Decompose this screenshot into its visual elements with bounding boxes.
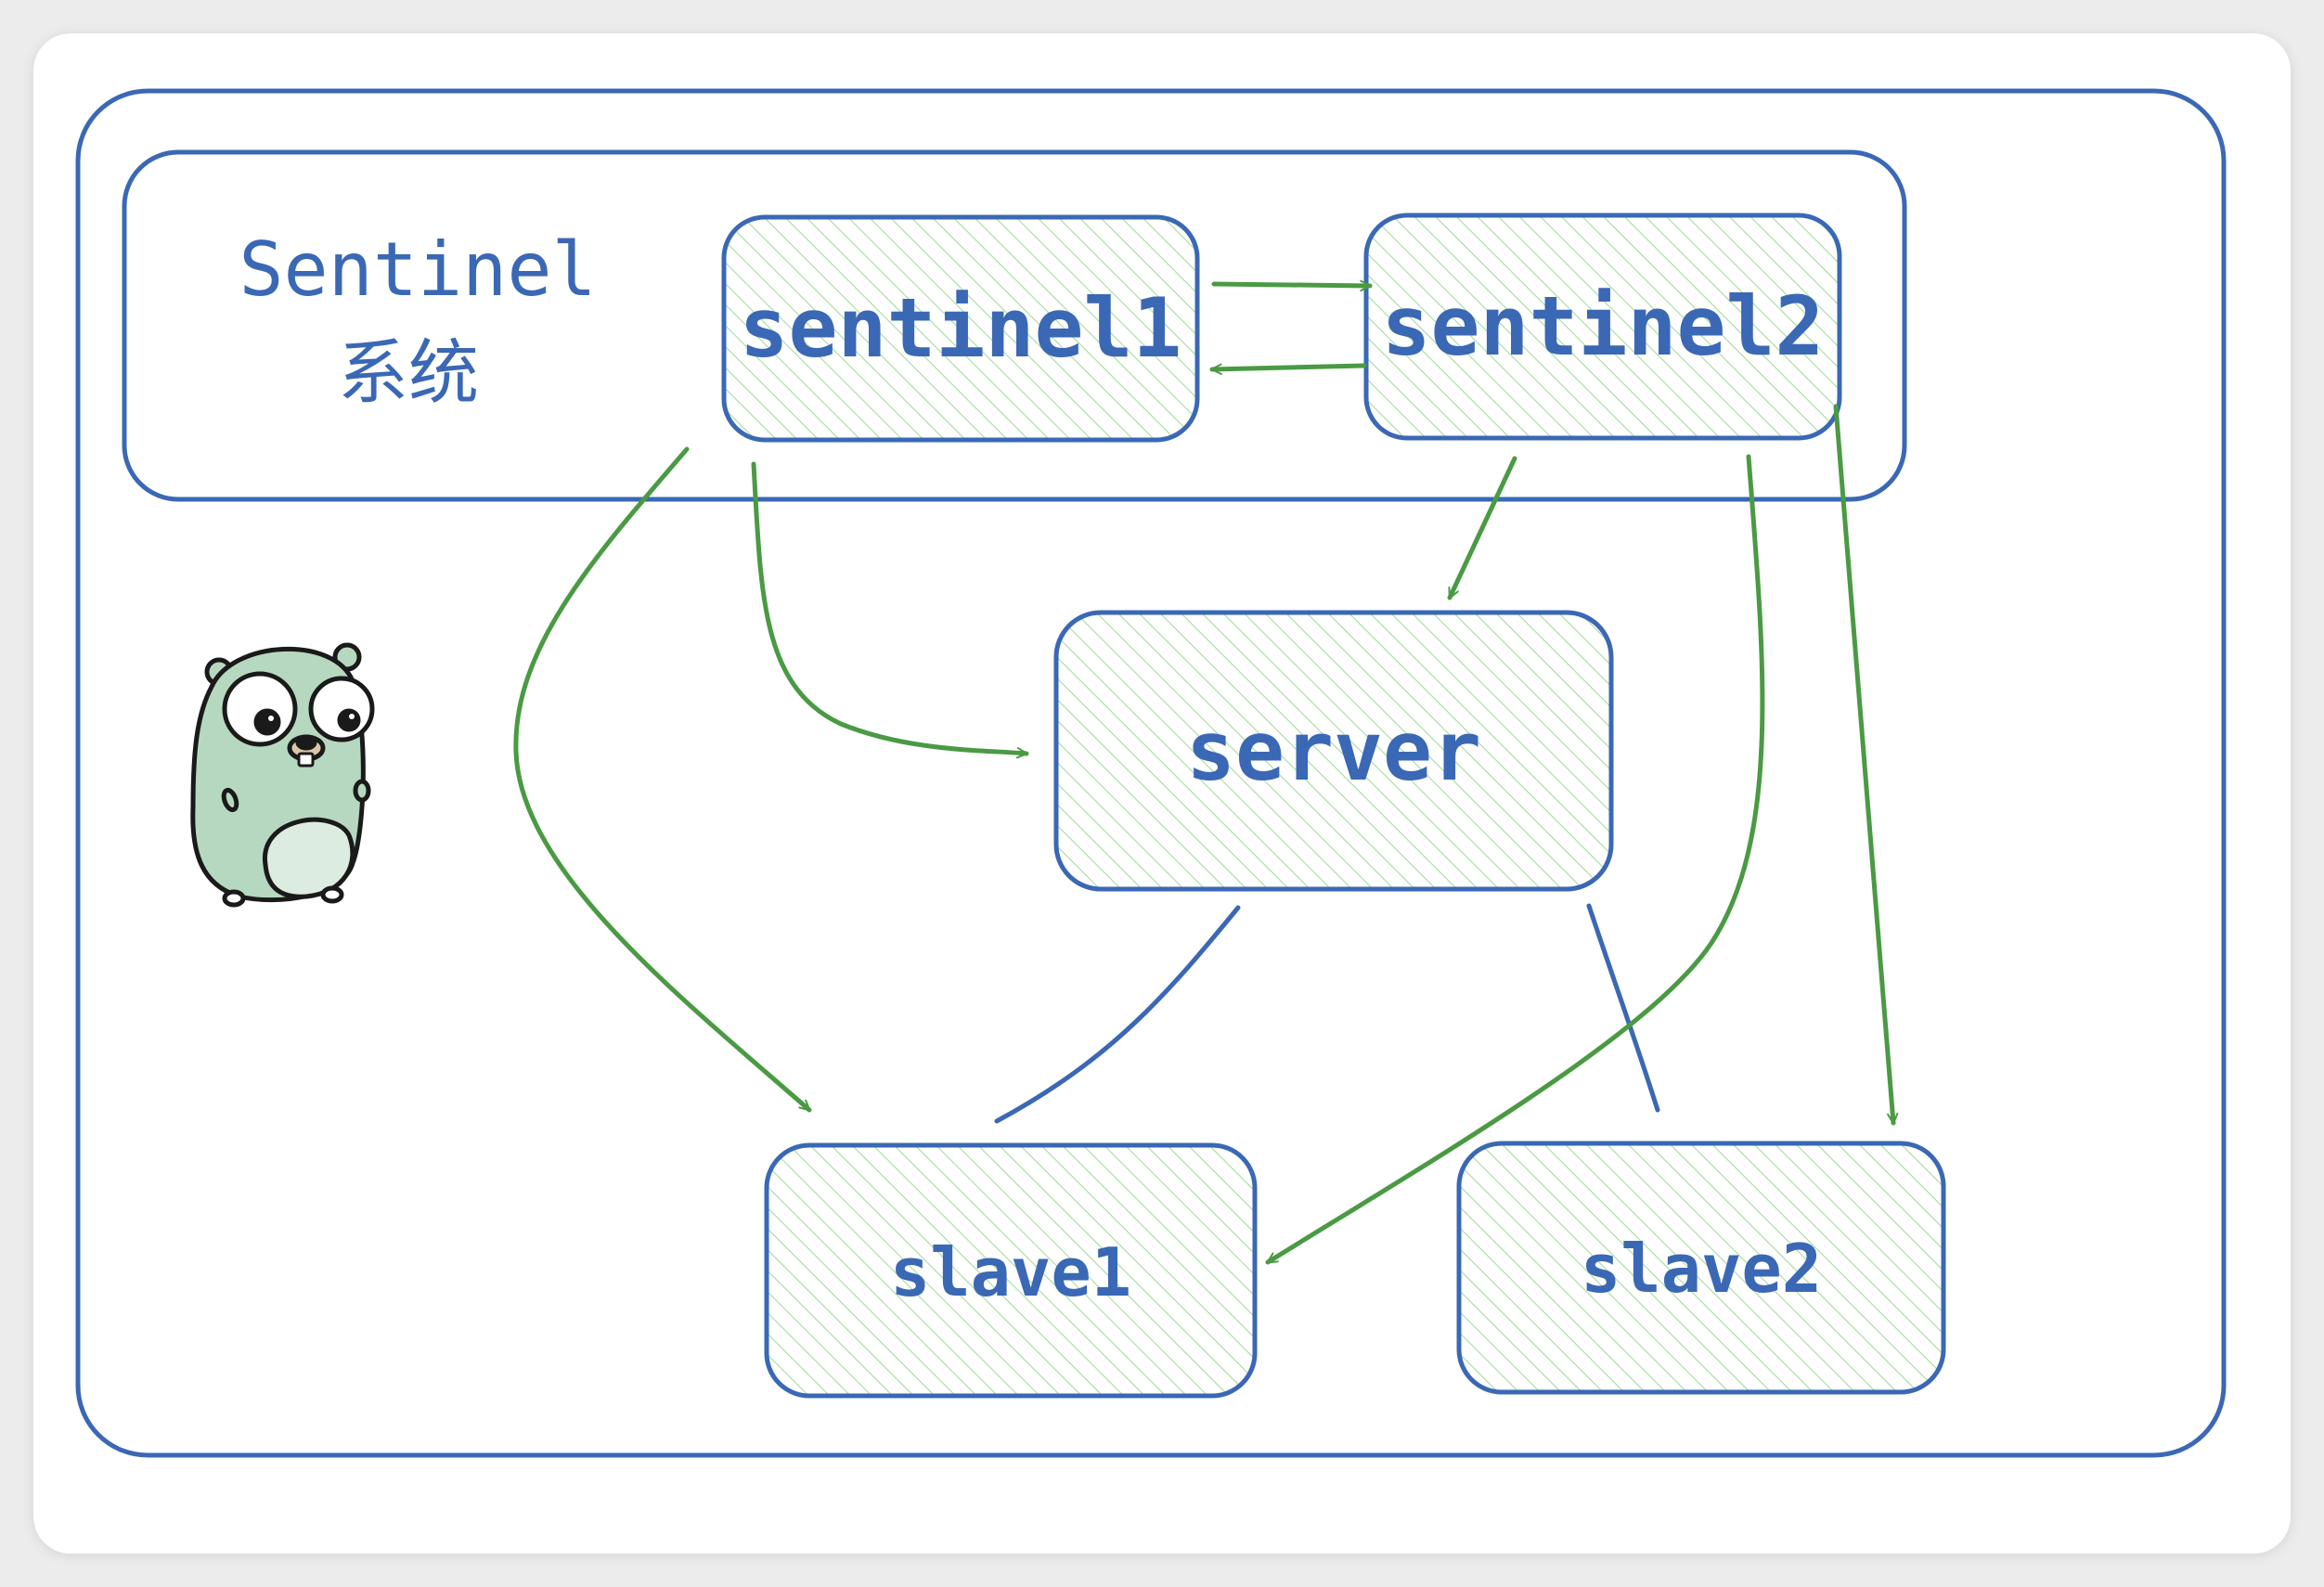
- server-label: server: [1186, 703, 1481, 799]
- arrow-sentinel1-to-server: [751, 461, 1029, 759]
- sentinel2-label: sentinel2: [1382, 278, 1825, 374]
- link-server-slave1: [994, 905, 1241, 1124]
- node-server[interactable]: server: [1053, 610, 1614, 892]
- go-gopher-icon: [190, 642, 375, 908]
- node-sentinel1[interactable]: sentinel1: [721, 214, 1200, 443]
- slave1-label: slave1: [890, 1233, 1131, 1311]
- node-slave1[interactable]: slave1: [764, 1142, 1258, 1399]
- node-sentinel2[interactable]: sentinel2: [1363, 213, 1842, 441]
- node-slave2[interactable]: slave2: [1456, 1141, 1946, 1395]
- sentinel-group-subtitle: 系统: [338, 331, 479, 414]
- arrow-sentinel1-to-sentinel2: [1211, 279, 1373, 292]
- arrow-sentinel2-to-sentinel1: [1209, 363, 1367, 375]
- arrow-sentinel2-to-slave2: [1833, 404, 1899, 1126]
- sentinel1-label: sentinel1: [740, 280, 1182, 376]
- arrow-sentinel2-to-server: [1447, 456, 1517, 600]
- slave2-label: slave2: [1581, 1230, 1822, 1308]
- sentinel-group-box: [122, 149, 1907, 502]
- arrow-sentinel1-to-slave1: [513, 446, 812, 1113]
- link-server-slave2: [1586, 903, 1660, 1113]
- sentinel-group-title: Sentinel: [239, 226, 596, 313]
- arrow-sentinel2-to-slave1: [1265, 454, 1765, 1265]
- outer-container: [75, 88, 2227, 1458]
